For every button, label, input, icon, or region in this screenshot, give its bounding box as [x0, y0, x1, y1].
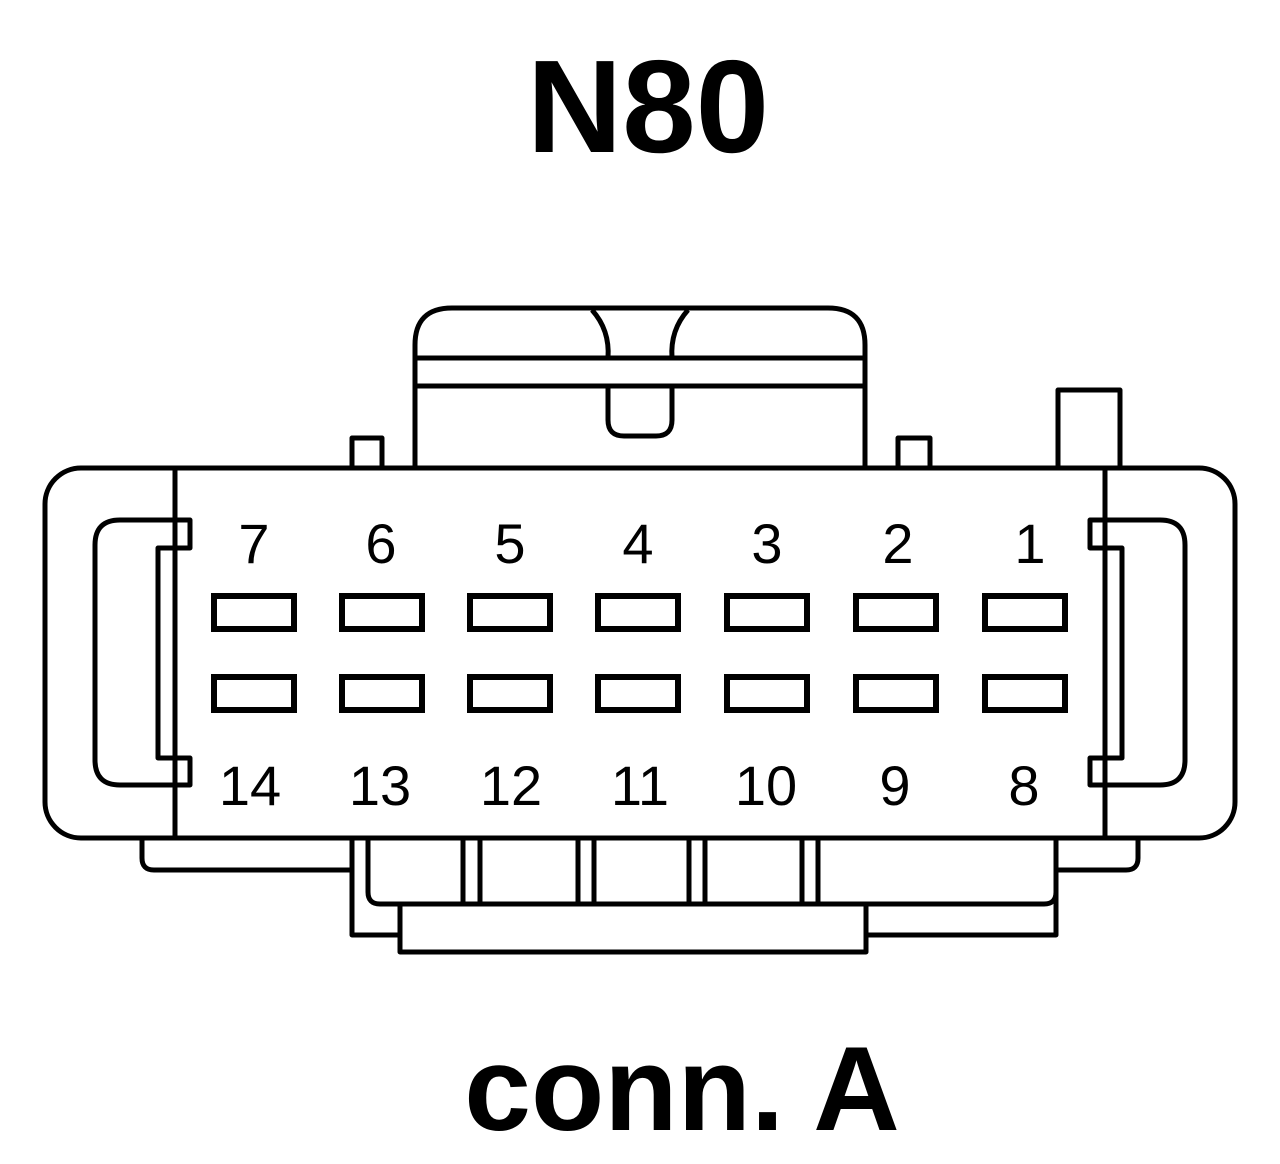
connector-housing — [42, 305, 1238, 955]
left-lock — [92, 517, 193, 788]
pin-label: 4 — [622, 512, 653, 575]
top-latch-notch-right — [669, 308, 690, 359]
cavity-6 — [339, 593, 425, 632]
pin-label: 14 — [219, 754, 281, 817]
pin-label: 12 — [480, 754, 542, 817]
top-latch — [412, 305, 868, 468]
cavity-2 — [853, 593, 939, 632]
bottom-rib-frame — [349, 838, 1059, 938]
pin-label: 9 — [879, 754, 910, 817]
cavity-14 — [211, 674, 297, 713]
connector-title: N80 — [527, 33, 769, 180]
post-right — [1055, 387, 1123, 468]
stud-left — [349, 435, 385, 468]
pin-label: 10 — [735, 754, 797, 817]
bottom-lower-plate — [397, 901, 869, 955]
connector-subtitle: conn. A — [464, 1022, 900, 1156]
cavity-12 — [467, 674, 553, 713]
cavity-13 — [339, 674, 425, 713]
stud-right — [895, 435, 933, 468]
cavity-3 — [724, 593, 810, 632]
pin-label: 2 — [882, 512, 913, 575]
pin-label: 1 — [1014, 512, 1045, 575]
pin-cavities — [211, 593, 1068, 713]
pin-labels: 7 6 5 4 3 2 1 14 13 12 11 10 9 8 — [219, 512, 1046, 817]
cavity-4 — [595, 593, 681, 632]
pin-label: 8 — [1008, 754, 1039, 817]
cavity-8 — [982, 674, 1068, 713]
pin-label: 13 — [349, 754, 411, 817]
cavity-7 — [211, 593, 297, 632]
cavity-5 — [467, 593, 553, 632]
housing-outer — [42, 465, 1238, 841]
right-lock — [1087, 517, 1188, 788]
top-latch-tab — [605, 386, 675, 439]
pin-label: 11 — [611, 754, 669, 817]
pin-label: 6 — [365, 512, 396, 575]
cavity-9 — [853, 674, 939, 713]
top-latch-notch-left — [590, 308, 611, 359]
cavity-10 — [724, 674, 810, 713]
bottom-skirt — [139, 838, 1141, 873]
cavity-1 — [982, 593, 1068, 632]
pin-label: 5 — [494, 512, 525, 575]
cavity-11 — [595, 674, 681, 713]
pin-label: 3 — [751, 512, 782, 575]
pin-label: 7 — [238, 512, 269, 575]
